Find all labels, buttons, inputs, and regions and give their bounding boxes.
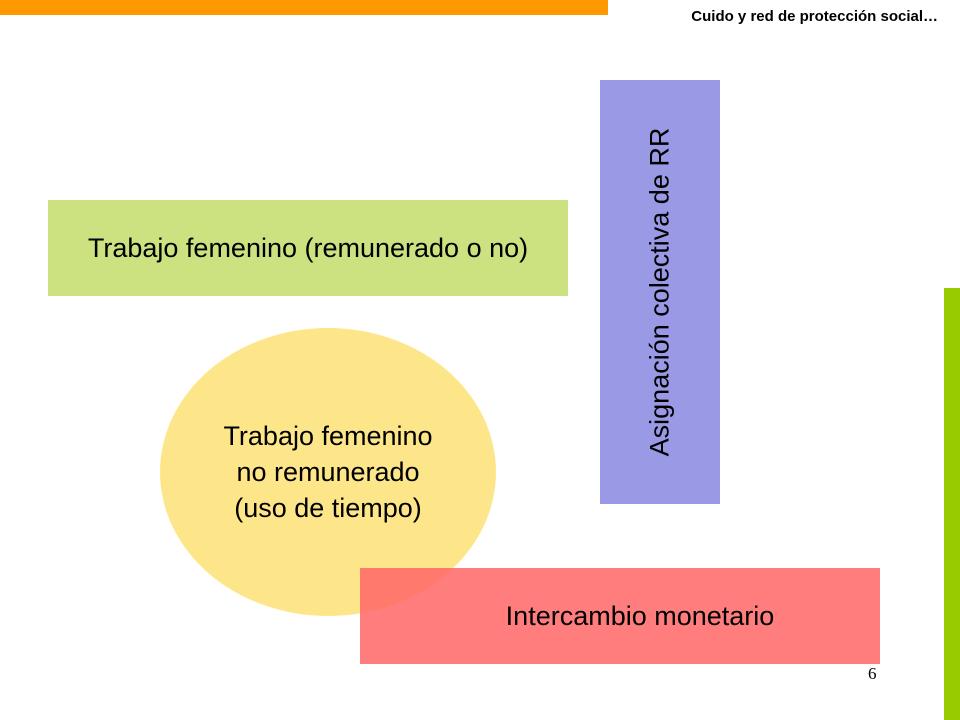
- page-number: 6: [868, 664, 877, 683]
- unpaid-work-line-3: (uso de tiempo): [234, 493, 422, 523]
- unpaid-work-line-1: Trabajo femenino: [223, 421, 433, 451]
- collective-allocation-box: Asignación colectiva de RR: [600, 80, 720, 504]
- collective-allocation-label: Asignación colectiva de RR: [644, 127, 675, 457]
- right-accent-bar: [944, 288, 960, 720]
- monetary-exchange-box: [360, 568, 880, 664]
- unpaid-work-line-2: no remunerado: [236, 457, 420, 487]
- header-title: Cuido y red de protección social…: [691, 8, 938, 25]
- monetary-exchange-label: Intercambio monetario: [505, 600, 775, 631]
- top-accent-bar: [0, 0, 608, 15]
- paid-unpaid-work-box: Trabajo femenino (remunerado o no): [48, 200, 568, 296]
- paid-unpaid-work-label: Trabajo femenino (remunerado o no): [87, 232, 529, 263]
- unpaid-work-label: Trabajo femenino no remunerado (uso de t…: [160, 418, 496, 526]
